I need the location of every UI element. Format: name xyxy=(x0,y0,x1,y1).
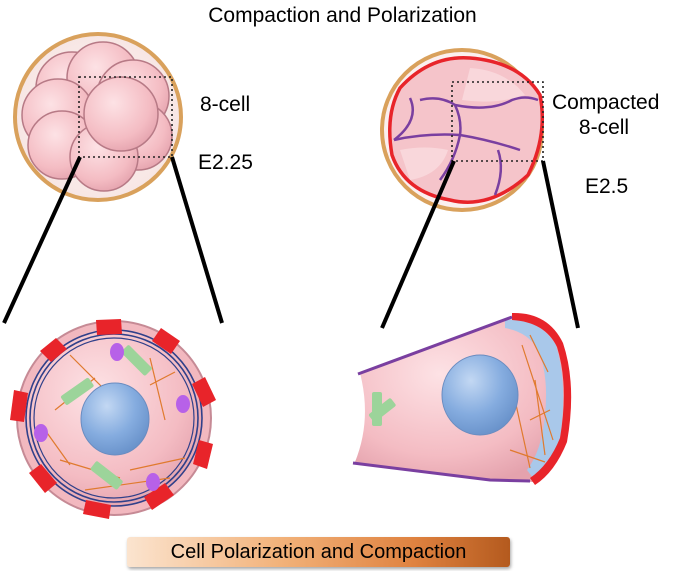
apical-cortex xyxy=(505,319,564,478)
golgi-bar xyxy=(60,377,94,405)
right-embryo-label-line2: 8-cell xyxy=(578,116,630,139)
left-embryo-stage: E2.25 xyxy=(198,151,253,174)
apical-patch xyxy=(29,464,57,493)
apical-patches xyxy=(10,319,216,519)
apical-patch xyxy=(193,440,213,469)
left-zoom-line-b xyxy=(170,156,224,324)
left-embryo-label: 8-cell xyxy=(200,93,251,116)
cell-cortex-inner2 xyxy=(33,337,195,499)
left-zoom-line-a xyxy=(2,156,82,324)
right-zoom-line-a xyxy=(380,160,456,329)
apical-patch xyxy=(96,319,122,335)
nucleus xyxy=(441,354,519,436)
right-cell-boundaries xyxy=(393,96,539,196)
nucleus xyxy=(80,382,150,456)
left-zoom-box xyxy=(78,76,173,158)
right-embryo-label-line1: Compacted xyxy=(552,91,660,114)
apical-patch xyxy=(10,390,28,422)
vesicle xyxy=(110,343,124,361)
right-embryo-stage: E2.5 xyxy=(585,175,629,198)
left-embryo xyxy=(13,32,183,202)
compacted-outline xyxy=(388,56,545,204)
vesicle xyxy=(176,395,190,413)
vesicle xyxy=(34,424,48,442)
right-zoom-line-b xyxy=(541,160,580,329)
apical-patch xyxy=(83,500,111,519)
left-blastomeres xyxy=(21,41,173,192)
golgi-bars xyxy=(369,392,396,426)
actin-filaments xyxy=(509,334,554,469)
basolateral-membrane xyxy=(357,315,513,376)
right-zoom-box xyxy=(451,81,544,162)
golgi-bar xyxy=(90,461,123,490)
apical-patch xyxy=(144,483,174,510)
vesicles xyxy=(34,343,190,491)
figure-title: Compaction and Polarization xyxy=(208,4,477,27)
actin-filaments xyxy=(44,354,186,491)
apical-patch xyxy=(192,377,216,407)
caption-banner: Cell Polarization and Compaction xyxy=(127,537,510,567)
golgi-bars xyxy=(60,345,152,490)
blastomere xyxy=(83,76,159,152)
vesicle xyxy=(146,473,160,491)
right-embryo xyxy=(380,48,545,212)
basolateral-membrane xyxy=(352,461,531,483)
right-cell-highlights xyxy=(400,68,525,180)
right-cell-detail xyxy=(352,312,572,485)
golgi-bar xyxy=(121,345,152,376)
golgi-bar xyxy=(369,398,396,422)
apical-patch xyxy=(152,328,180,354)
left-cell-detail xyxy=(10,319,216,519)
apical-patch xyxy=(40,338,67,362)
